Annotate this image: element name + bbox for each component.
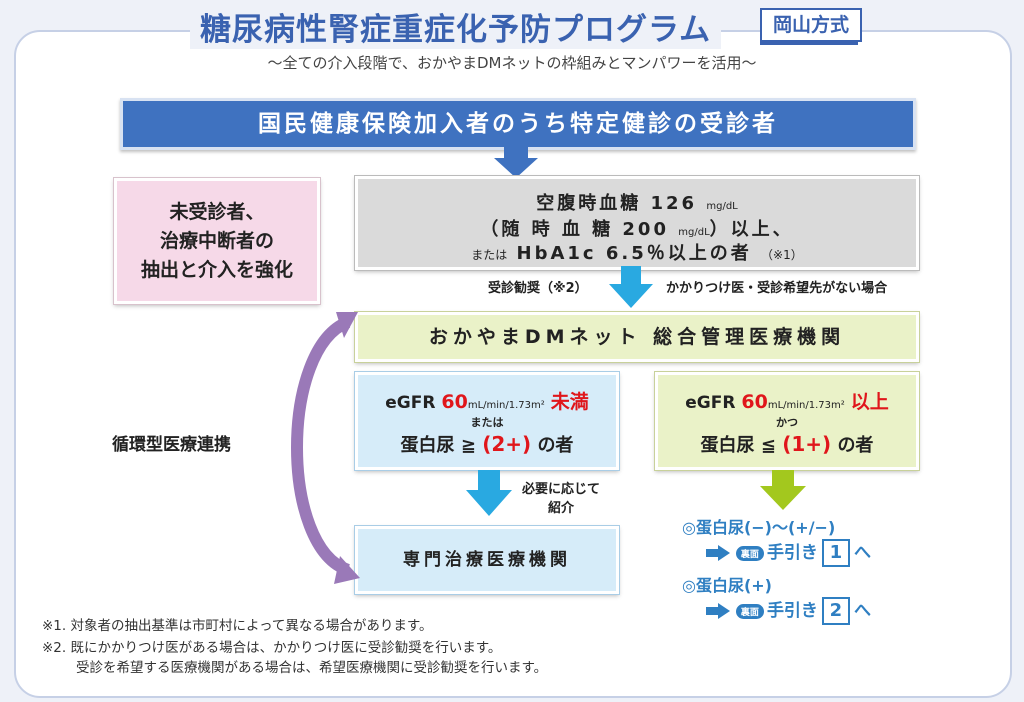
untreated-intervention-box: 未受診者、 治療中断者の 抽出と介入を強化 bbox=[113, 177, 321, 305]
page-subtitle: ～全ての介入段階で、おかやまDMネットの枠組みとマンパワーを活用～ bbox=[267, 54, 757, 72]
untreated-line3: 抽出と介入を強化 bbox=[140, 258, 293, 281]
specialist-institution-box: 専門治療医療機関 bbox=[354, 525, 620, 595]
protein-label: 蛋白尿 ≧ bbox=[400, 435, 476, 456]
guide1-heading: ◎蛋白尿(−)～(+/−) bbox=[682, 518, 836, 537]
arrow-right-icon bbox=[706, 545, 730, 561]
footnote-2b: 受診を希望する医療機関がある場合は、希望医療機関に受診勧奨を行います。 bbox=[76, 660, 548, 676]
badge-underline bbox=[760, 42, 858, 45]
fasting-unit: mg/dL bbox=[706, 201, 738, 212]
egfr-label: eGFR bbox=[385, 393, 436, 413]
condition-box-mild: eGFR 60mL/min/1.73m² 以上 かつ 蛋白尿 ≦ (1+) の者 bbox=[654, 371, 920, 471]
reverse-side-tag: 裏面 bbox=[735, 545, 764, 561]
criteria-hba1c: または HbA1c 6.5％以上の者 （※1） bbox=[358, 239, 916, 265]
egfr-label: eGFR bbox=[685, 393, 736, 413]
egfr-unit: mL/min/1.73m² bbox=[767, 400, 845, 411]
arrow-down-icon bbox=[494, 146, 538, 178]
guide-label: 手引き bbox=[766, 543, 818, 563]
protein-grade: (1+) bbox=[782, 432, 832, 456]
egfr-value: 60 bbox=[441, 391, 468, 413]
protein-suffix: の者 bbox=[837, 435, 874, 456]
protein-grade: (2+) bbox=[482, 432, 532, 456]
severe-egfr-line: eGFR 60mL/min/1.73m² 未満 bbox=[358, 387, 616, 414]
mild-egfr-line: eGFR 60mL/min/1.73m² 以上 bbox=[658, 387, 916, 414]
random-suffix: ）以上、 bbox=[709, 219, 794, 240]
untreated-line2: 治療中断者の bbox=[159, 229, 274, 252]
or-label: または bbox=[470, 416, 504, 429]
condition-box-severe: eGFR 60mL/min/1.73m² 未満 または 蛋白尿 ≧ (2+) の… bbox=[354, 371, 620, 471]
region-badge: 岡山方式 bbox=[760, 8, 862, 42]
guide-label: 手引き bbox=[766, 601, 818, 621]
protein-label: 蛋白尿 ≦ bbox=[700, 435, 776, 456]
and-label: かつ bbox=[776, 416, 798, 429]
dm-network-box: おかやまDMネット 総合管理医療機関 bbox=[354, 311, 920, 363]
untreated-line1: 未受診者、 bbox=[169, 200, 265, 223]
guide-number: 2 bbox=[821, 597, 850, 625]
referral-line2: 紹介 bbox=[548, 501, 575, 516]
page-title: 糖尿病性腎症重症化予防プログラム bbox=[190, 4, 722, 49]
arrow-right-icon bbox=[706, 603, 730, 619]
referral-line1: 必要に応じて bbox=[522, 482, 601, 497]
reverse-side-tag: 裏面 bbox=[735, 603, 764, 619]
guide2-heading: ◎蛋白尿(+) bbox=[682, 576, 772, 595]
protein-suffix: の者 bbox=[537, 435, 574, 456]
or-label: または bbox=[471, 248, 508, 262]
cycle-label: 循環型医療連携 bbox=[112, 435, 231, 455]
target-population-box: 国民健康保険加入者のうち特定健診の受診者 bbox=[120, 98, 916, 150]
egfr-judge: 以上 bbox=[850, 391, 889, 413]
recommend-label: 受診勧奨（※2） bbox=[488, 281, 588, 296]
hba1c-text: HbA1c 6.5％以上の者 bbox=[516, 243, 752, 264]
referral-label: 必要に応じて 紹介 bbox=[522, 480, 600, 518]
note-ref-1: （※1） bbox=[761, 248, 803, 262]
criteria-random: （随 時 血 糖 200 mg/dL）以上、 bbox=[358, 215, 916, 241]
arrow-down-icon bbox=[760, 470, 806, 510]
severe-protein-line: 蛋白尿 ≧ (2+) の者 bbox=[358, 431, 616, 457]
footnote-2a: ※2. 既にかかりつけ医がある場合は、かかりつけ医に受診勧奨を行います。 bbox=[42, 640, 502, 656]
mild-protein-line: 蛋白尿 ≦ (1+) の者 bbox=[658, 431, 916, 457]
no-doctor-label: かかりつけ医・受診希望先がない場合 bbox=[666, 281, 888, 296]
egfr-value: 60 bbox=[741, 391, 768, 413]
footnote-1: ※1. 対象者の抽出基準は市町村によって異なる場合があります。 bbox=[42, 618, 433, 634]
cycle-arrow-icon bbox=[291, 312, 360, 584]
random-glucose-text: （随 時 血 糖 200 bbox=[480, 219, 669, 240]
arrow-down-icon bbox=[466, 470, 512, 516]
egfr-judge: 未満 bbox=[550, 391, 589, 413]
arrow-down-icon bbox=[609, 266, 653, 308]
random-unit: mg/dL bbox=[678, 227, 710, 238]
guide-suffix: へ bbox=[853, 543, 871, 563]
guide-suffix: へ bbox=[853, 601, 871, 621]
egfr-unit: mL/min/1.73m² bbox=[467, 400, 545, 411]
criteria-fasting: 空腹時血糖 126 mg/dL bbox=[358, 189, 916, 215]
guide-number: 1 bbox=[821, 539, 850, 567]
screening-criteria-box: 空腹時血糖 126 mg/dL （随 時 血 糖 200 mg/dL）以上、 ま… bbox=[354, 175, 920, 271]
fasting-glucose-text: 空腹時血糖 126 bbox=[536, 193, 698, 214]
